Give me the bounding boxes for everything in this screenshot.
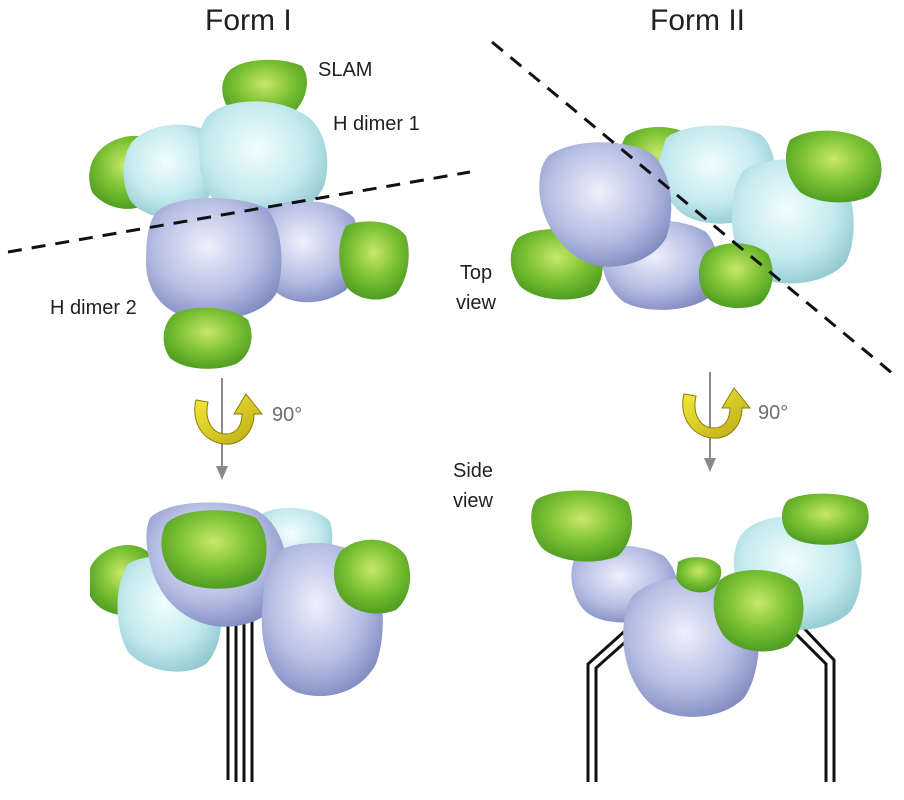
side-view-label-line1: Side bbox=[452, 460, 494, 482]
h-dimer-1-label: H dimer 1 bbox=[333, 113, 420, 135]
form2-side-slam-left bbox=[531, 490, 633, 562]
top-view-label-line1: Top bbox=[459, 262, 493, 284]
form1-top-h-dimer1-front bbox=[198, 101, 328, 221]
form2-side-slam-mid bbox=[713, 569, 804, 652]
form1-top-h-dimer1-back bbox=[123, 124, 217, 218]
top-view-label: Top view bbox=[446, 258, 506, 318]
form1-rotation-label: 90° bbox=[272, 404, 303, 426]
form2-side-slam-right bbox=[782, 493, 869, 545]
form2-rotation-label: 90° bbox=[758, 402, 789, 424]
side-view-label-line2: view bbox=[452, 490, 493, 512]
form2-membrane-stalks bbox=[586, 622, 836, 782]
form1-side-slam-right bbox=[334, 539, 411, 614]
side-view-label: Side view bbox=[440, 456, 506, 516]
top-view-label-line2: view bbox=[455, 292, 496, 314]
form1-rotation-curve bbox=[194, 393, 264, 445]
form2-side-slam-small bbox=[676, 557, 722, 593]
form1-top-h-dimer2-right bbox=[255, 200, 361, 303]
form1-membrane-stalks bbox=[226, 612, 254, 782]
form1-top-view bbox=[7, 59, 471, 369]
form1-top-slam-lower bbox=[163, 307, 252, 369]
form1-top-slam-right bbox=[339, 221, 409, 300]
form2-rotation-arrow bbox=[682, 372, 752, 472]
form1-dashed-line bbox=[7, 170, 471, 254]
form2-title: Form II bbox=[650, 4, 745, 37]
form1-top-h-dimer2-left bbox=[146, 197, 282, 320]
slam-label: SLAM bbox=[318, 59, 373, 81]
form2-top-view bbox=[491, 40, 899, 380]
form2-rotation-curve bbox=[682, 387, 752, 439]
form1-side-slam-top bbox=[161, 510, 267, 589]
form1-rotation-axis-head bbox=[216, 466, 228, 480]
form2-top-h-dimer2-left bbox=[539, 142, 672, 267]
form1-rotation-arrow bbox=[194, 378, 264, 480]
form2-dashed-line bbox=[491, 40, 899, 380]
h-dimer-2-label: H dimer 2 bbox=[50, 297, 137, 319]
form1-side-view bbox=[90, 502, 411, 782]
form2-top-slam-right bbox=[785, 130, 882, 203]
form2-rotation-axis-head bbox=[704, 458, 716, 472]
form1-title: Form I bbox=[205, 4, 292, 37]
form2-top-slam-lower-mid bbox=[698, 243, 773, 309]
form2-side-view bbox=[531, 490, 869, 782]
